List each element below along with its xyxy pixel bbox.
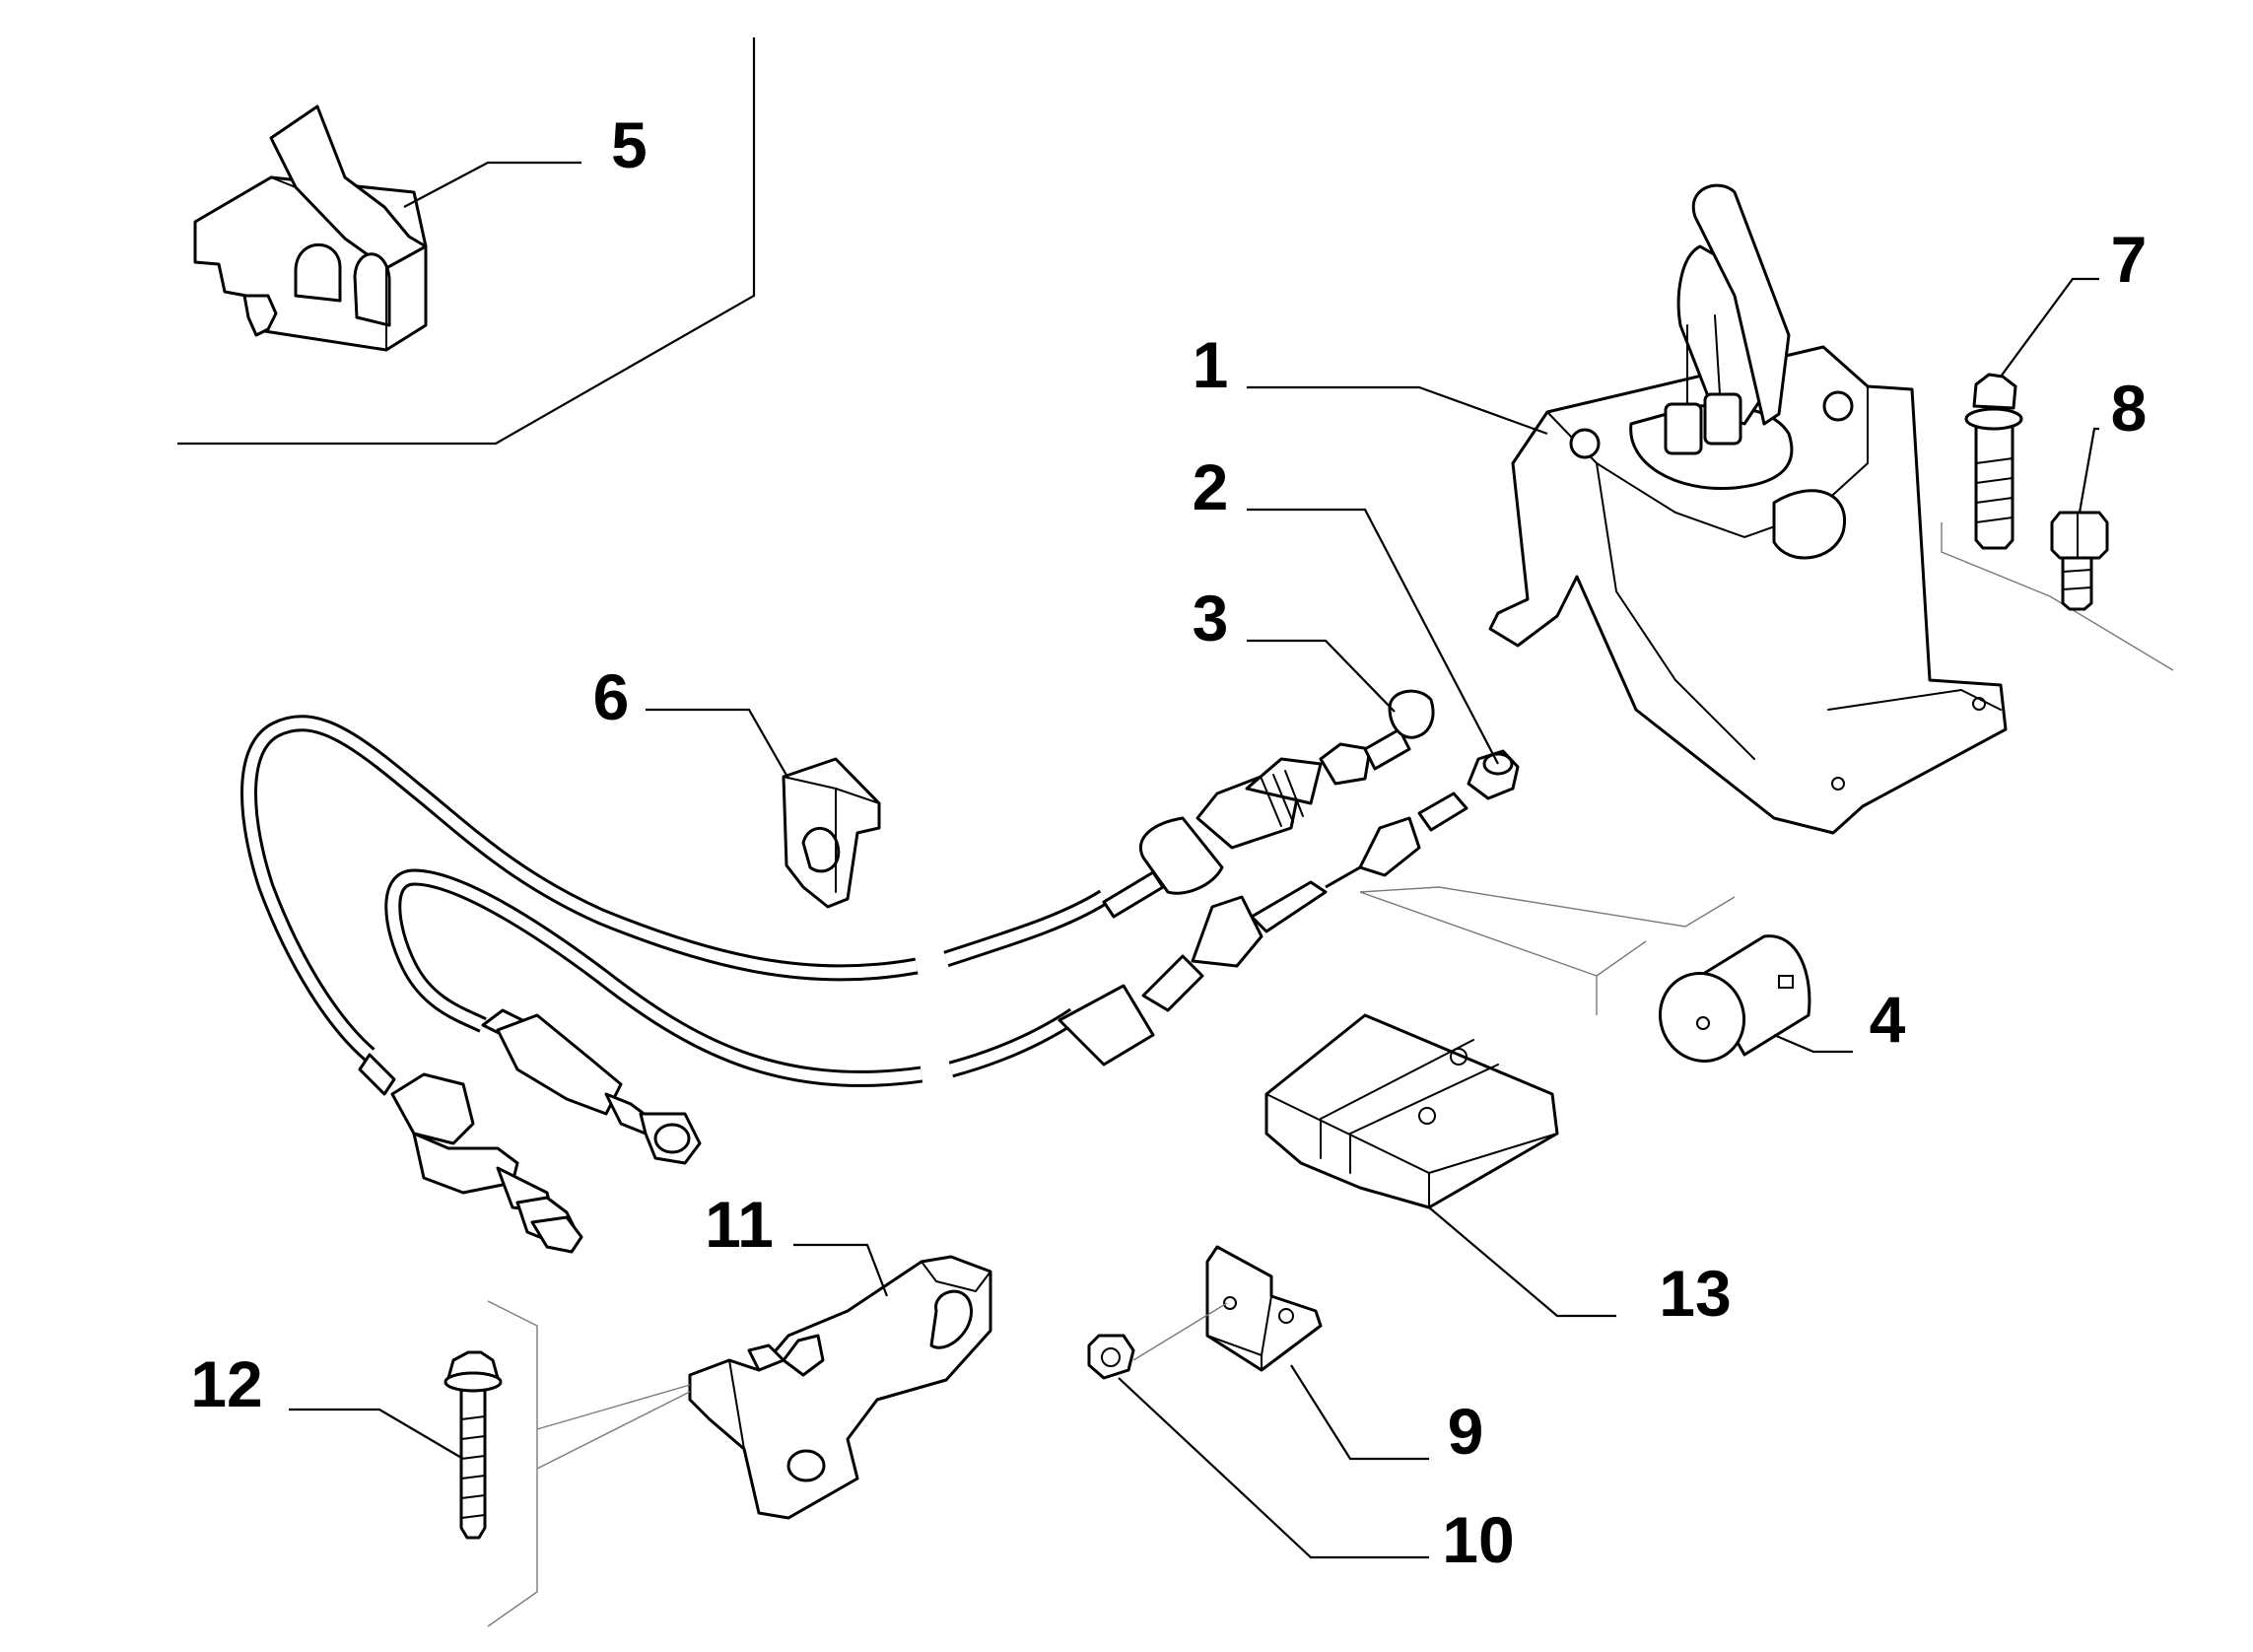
- part-4-damper-weight: [1658, 934, 1811, 1063]
- part-11-support-bracket: [688, 1255, 992, 1520]
- part-10-flange-nut: [1087, 1334, 1135, 1380]
- leader-12: [289, 1408, 464, 1460]
- part-2-selector-cable: [384, 868, 1079, 1087]
- part-13-insulation-pad: [1264, 1013, 1559, 1209]
- callout-6: 6: [593, 660, 630, 733]
- part-5-cable-clip: [193, 104, 428, 352]
- leader-6: [646, 708, 789, 780]
- callout-10: 10: [1442, 1503, 1514, 1576]
- group-separator-lines: [177, 37, 2174, 1627]
- leader-12-a: [536, 1384, 691, 1430]
- callout-12: 12: [190, 1347, 262, 1420]
- part-2-cable-end-fittings: [1058, 749, 1520, 1067]
- part-3-cable-end-fittings: [1102, 689, 1435, 919]
- leader-3: [1247, 639, 1396, 713]
- leader-11: [793, 1243, 889, 1297]
- leader-1: [1247, 385, 1548, 436]
- callout-5: 5: [611, 108, 648, 181]
- leader-lines: [289, 161, 2099, 1559]
- callout-7: 7: [2111, 223, 2148, 296]
- callout-11: 11: [705, 1188, 774, 1261]
- leader-4: [1773, 1033, 1853, 1054]
- part-1-shift-lever-housing: [1488, 183, 2008, 835]
- leader-7: [2000, 277, 2099, 378]
- leader-10: [1118, 1377, 1429, 1559]
- leader-9: [1290, 1364, 1429, 1461]
- leader-8: [2078, 427, 2099, 514]
- leader-5: [403, 161, 581, 208]
- leader-2: [1247, 508, 1499, 765]
- callout-labels: 5 1 2 3 6 7 8 4 13 11 12 9 10: [190, 108, 2147, 1576]
- cable-left-end-fittings: [358, 1008, 702, 1254]
- callout-9: 9: [1448, 1395, 1484, 1468]
- part-8-hex-bolt: [2050, 511, 2109, 611]
- callout-8: 8: [2111, 372, 2148, 445]
- part-3-engagement-cable: [240, 715, 1109, 1062]
- leader-12-b: [536, 1391, 691, 1470]
- part-12-bolt: [444, 1350, 503, 1540]
- callout-3: 3: [1193, 582, 1229, 654]
- callout-13: 13: [1659, 1257, 1731, 1330]
- callout-2: 2: [1193, 450, 1229, 523]
- callout-1: 1: [1193, 328, 1229, 401]
- leader-13: [1428, 1206, 1616, 1318]
- part-9-bracket: [1132, 1245, 1323, 1372]
- part-6-retaining-clip: [782, 757, 881, 909]
- part-7-flange-bolt: [1964, 373, 2023, 550]
- callout-4: 4: [1870, 983, 1906, 1056]
